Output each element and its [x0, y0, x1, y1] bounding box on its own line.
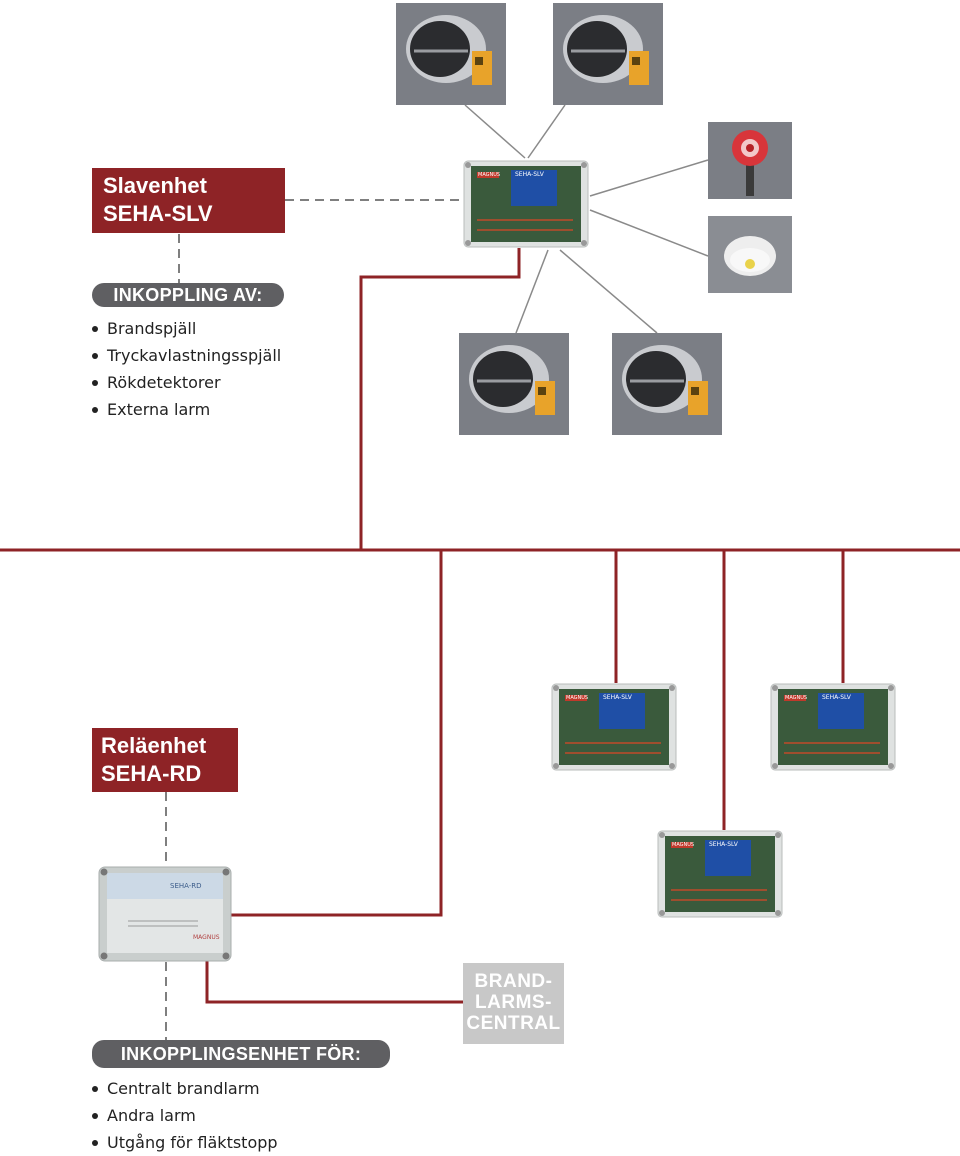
list-item: Brandspjäll [92, 315, 281, 342]
relay-unit-title-line2: SEHA-RD [101, 761, 202, 786]
relay-unit-title: Reläenhet SEHA-RD [92, 728, 238, 792]
link-actuator [589, 159, 709, 197]
rd-box-brand: MAGNUS [193, 934, 220, 941]
slave-unit-title: Slavenhet SEHA-SLV [92, 168, 285, 233]
slv-box-label: SEHA-SLV [603, 694, 632, 701]
slv-box-brand: MAGNUS [785, 695, 808, 701]
slave-connect-list: Brandspjäll Tryckavlastningsspjäll Rökde… [92, 315, 281, 423]
list-item: Rökdetektorer [92, 369, 281, 396]
slv-box-label: SEHA-SLV [822, 694, 851, 701]
central-line3: CENTRAL [466, 1013, 561, 1034]
fire-damper-image [459, 333, 569, 435]
link-detector [589, 209, 709, 257]
fire-damper-image [553, 3, 663, 105]
seha-slv-box: SEHA-SLV MAGNUS [463, 160, 589, 248]
slave-connect-heading: INKOPPLING AV: [92, 283, 284, 307]
link-damper-3 [515, 249, 549, 334]
seha-rd-box: SEHA-RD MAGNUS [98, 866, 232, 962]
slave-unit-title-line2: SEHA-SLV [103, 201, 213, 226]
rd-box-label: SEHA-RD [170, 882, 202, 890]
bus-central-feed [205, 961, 463, 1004]
fire-damper-image [612, 333, 722, 435]
link-damper-1 [464, 104, 526, 159]
slv-box-label: SEHA-SLV [515, 171, 544, 178]
smoke-detector-image [708, 216, 792, 293]
slv-box-brand: MAGNUS [478, 172, 501, 178]
list-item: Tryckavlastningsspjäll [92, 342, 281, 369]
list-item: Utgång för fläktstopp [92, 1129, 278, 1156]
list-item: Centralt brandlarm [92, 1075, 278, 1102]
seha-slv-box: SEHA-SLV MAGNUS [657, 830, 783, 918]
slv-box-label: SEHA-SLV [709, 841, 738, 848]
alarm-actuator-image [708, 122, 792, 199]
bus-relay-feed [230, 550, 443, 917]
relay-connect-list: Centralt brandlarm Andra larm Utgång för… [92, 1075, 278, 1156]
fire-alarm-central: BRAND- LARMS- CENTRAL [463, 963, 564, 1044]
list-item: Externa larm [92, 396, 281, 423]
relay-connect-heading: INKOPPLINGSENHET FÖR: [92, 1040, 390, 1068]
seha-slv-box: SEHA-SLV MAGNUS [770, 683, 896, 771]
list-item: Andra larm [92, 1102, 278, 1129]
fire-damper-image [396, 3, 506, 105]
central-line2: LARMS- [475, 992, 552, 1013]
slv-box-brand: MAGNUS [672, 842, 695, 848]
relay-unit-title-line1: Reläenhet [101, 733, 207, 758]
slv-box-brand: MAGNUS [566, 695, 589, 701]
slave-unit-title-line1: Slavenhet [103, 173, 207, 198]
seha-slv-box: SEHA-SLV MAGNUS [551, 683, 677, 771]
link-damper-2 [527, 104, 566, 159]
link-damper-4 [559, 249, 658, 334]
bus-slave-feed [359, 248, 521, 550]
central-line1: BRAND- [474, 971, 553, 992]
